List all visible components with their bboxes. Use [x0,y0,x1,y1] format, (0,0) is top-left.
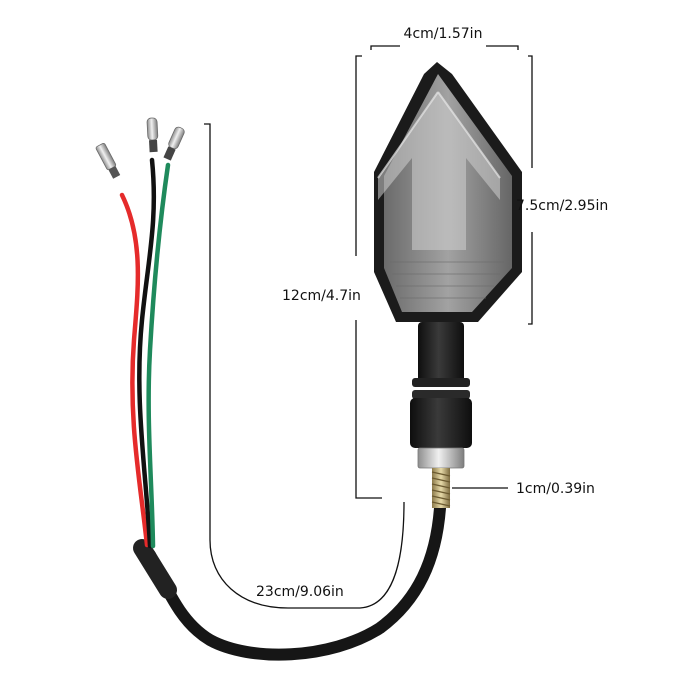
turn-signal-light [374,62,522,508]
red-wire [119,192,150,548]
connector-red [95,143,121,179]
cable-sheath-end [133,539,177,599]
dimension-width: 4cm/1.57in [370,26,519,50]
dimension-lens-height-label: 7.5cm/2.95in [516,198,608,214]
black-cable [144,502,446,661]
dimension-total-height-label: 12cm/4.7in [282,288,361,304]
chevron-edge [377,91,501,179]
dimension-lens-height: 7.5cm/2.95in [516,55,608,325]
lens-ribs [390,261,504,299]
dimension-cable-length: 23cm/9.06in [204,123,405,609]
chevron-light-guide [378,92,500,250]
dimension-width-label: 4cm/1.57in [404,26,483,42]
connector-green [163,126,185,161]
dimension-bolt-diameter: 1cm/0.39in [452,481,595,497]
threaded-bolt [431,468,451,508]
hex-nut [417,447,465,469]
wire-bundle [95,117,446,661]
light-neck [418,322,464,382]
black-wire [137,157,157,549]
dimension-bolt-diameter-label: 1cm/0.39in [516,481,595,497]
dimension-total-height: 12cm/4.7in [282,55,382,499]
neck-rings [412,378,470,399]
dimension-cable-length-label: 23cm/9.06in [256,584,344,600]
light-stem [410,398,472,448]
connector-black [146,117,159,153]
green-wire [146,162,171,549]
